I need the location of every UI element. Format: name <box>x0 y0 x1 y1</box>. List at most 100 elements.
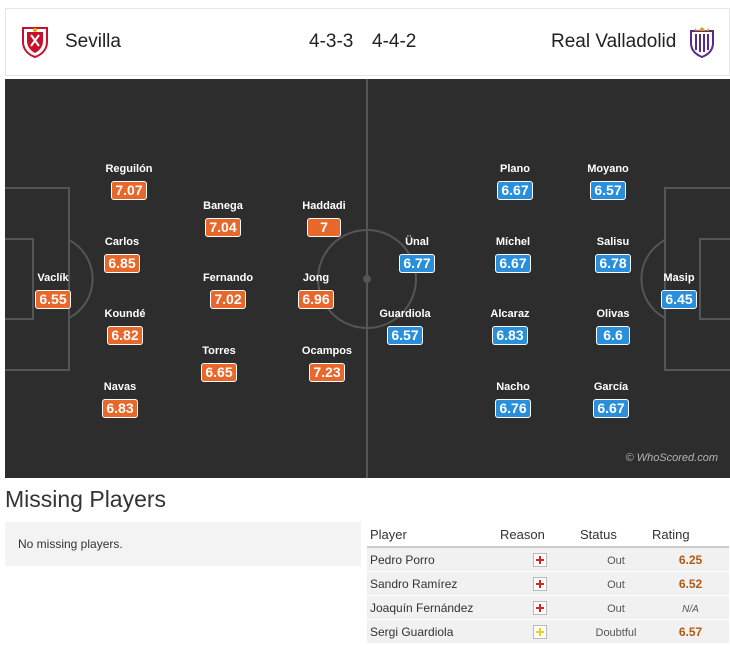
table-row: Sergi Guardiola Doubtful 6.57 <box>367 619 729 644</box>
player-card[interactable]: Haddadi 7 <box>284 199 364 237</box>
player-rating: 6.83 <box>102 399 138 418</box>
player-card[interactable]: Salisu 6.78 <box>573 235 653 273</box>
player-name: Alcaraz <box>490 308 530 320</box>
player-card[interactable]: Vaclík 6.55 <box>13 271 93 309</box>
player-name: Olivas <box>596 308 630 320</box>
player-name: Vaclík <box>37 272 69 284</box>
player-card[interactable]: Navas 6.83 <box>80 380 160 418</box>
player-name: Fernando <box>202 272 254 284</box>
player-name: Carlos <box>104 236 140 248</box>
injury-red-cross-icon[interactable] <box>533 600 547 615</box>
missing-players-title: Missing Players <box>5 486 167 512</box>
player-rating: 7.23 <box>309 363 345 382</box>
player-name: Navas <box>103 381 137 393</box>
player-card[interactable]: Nacho 6.76 <box>473 380 553 418</box>
doubtful-yellow-cross-icon[interactable] <box>533 624 547 639</box>
missing-player-name[interactable]: Joaquín Fernández <box>367 595 500 620</box>
player-name: Reguilón <box>105 163 153 175</box>
player-rating: 6.65 <box>201 363 237 382</box>
player-card[interactable]: Banega 7.04 <box>183 199 263 237</box>
pitch-lines <box>5 79 730 478</box>
player-name: Koundé <box>104 308 146 320</box>
match-header: Sevilla 4-3-3 4-4-2 Real Valladolid <box>5 8 730 76</box>
player-name: Torres <box>202 345 236 357</box>
player-card[interactable]: Koundé 6.82 <box>85 307 165 345</box>
player-rating: 6.6 <box>596 326 630 345</box>
table-row: Sandro Ramírez Out 6.52 <box>367 571 729 596</box>
home-team-name[interactable]: Sevilla <box>65 31 121 52</box>
injury-red-cross-icon[interactable] <box>533 576 547 591</box>
player-rating: 7 <box>307 218 341 237</box>
player-card[interactable]: Olivas 6.6 <box>573 307 653 345</box>
player-rating: 7.04 <box>205 218 241 237</box>
no-missing-text: No missing players. <box>18 537 123 551</box>
column-header-status: Status <box>580 522 652 548</box>
player-name: Jong <box>302 272 330 284</box>
missing-status: Out <box>607 578 625 591</box>
missing-player-name[interactable]: Sergi Guardiola <box>367 619 500 644</box>
home-formation: 4-3-3 <box>309 31 354 52</box>
player-card[interactable]: García 6.67 <box>571 380 651 418</box>
player-rating: 6.57 <box>590 181 626 200</box>
player-card[interactable]: Ünal 6.77 <box>377 235 457 273</box>
column-header-reason: Reason <box>500 522 580 548</box>
player-card[interactable]: Carlos 6.85 <box>82 235 162 273</box>
player-card[interactable]: Jong 6.96 <box>276 271 356 309</box>
player-rating: 6.57 <box>387 326 423 345</box>
player-card[interactable]: Míchel 6.67 <box>473 235 553 273</box>
player-rating: 6.76 <box>495 399 531 418</box>
player-rating: 6.78 <box>595 254 631 273</box>
pitch: Reguilón 7.07 Carlos 6.85 Koundé 6.82 Na… <box>5 79 730 478</box>
player-name: Masip <box>663 272 695 284</box>
player-name: Salisu <box>596 236 630 248</box>
injury-red-cross-icon[interactable] <box>533 552 547 567</box>
table-row: Pedro Porro Out 6.25 <box>367 547 729 572</box>
player-card[interactable]: Alcaraz 6.83 <box>470 307 550 345</box>
player-rating: 6.55 <box>35 290 71 309</box>
player-name: Nacho <box>496 381 530 393</box>
away-missing-table: Player Reason Status Rating Pedro Porro … <box>367 522 729 644</box>
player-rating: 6.83 <box>492 326 528 345</box>
player-name: García <box>593 381 629 393</box>
missing-rating: 6.57 <box>678 624 703 639</box>
player-rating: 6.77 <box>399 254 435 273</box>
player-card[interactable]: Plano 6.67 <box>475 162 555 200</box>
sevilla-crest-icon[interactable] <box>21 26 49 58</box>
player-card[interactable]: Masip 6.45 <box>639 271 719 309</box>
missing-player-name[interactable]: Pedro Porro <box>367 547 500 572</box>
player-name: Míchel <box>495 236 531 248</box>
player-rating: 6.67 <box>495 254 531 273</box>
player-card[interactable]: Torres 6.65 <box>179 344 259 382</box>
column-header-rating: Rating <box>652 522 729 548</box>
missing-status: Doubtful <box>595 626 637 639</box>
away-formation: 4-4-2 <box>372 31 417 52</box>
player-card[interactable]: Reguilón 7.07 <box>89 162 169 200</box>
player-name: Ocampos <box>301 345 353 357</box>
valladolid-crest-icon[interactable] <box>688 26 716 58</box>
player-rating: 6.85 <box>104 254 140 273</box>
whoscored-watermark: © WhoScored.com <box>625 452 718 464</box>
player-card[interactable]: Ocampos 7.23 <box>287 344 367 382</box>
player-rating: 6.67 <box>497 181 533 200</box>
player-rating: 6.67 <box>593 399 629 418</box>
table-row: Joaquín Fernández Out N/A <box>367 595 729 620</box>
player-name: Guardiola <box>379 308 431 320</box>
player-card[interactable]: Moyano 6.57 <box>568 162 648 200</box>
missing-rating: 6.25 <box>678 552 703 567</box>
missing-player-name[interactable]: Sandro Ramírez <box>367 571 500 596</box>
home-missing-panel: No missing players. <box>5 522 361 566</box>
away-team-name[interactable]: Real Valladolid <box>551 31 677 52</box>
column-header-player: Player <box>367 522 500 548</box>
player-name: Plano <box>500 163 530 175</box>
player-card[interactable]: Fernando 7.02 <box>188 271 268 309</box>
player-rating: 6.45 <box>661 290 697 309</box>
missing-rating: N/A <box>682 603 699 615</box>
player-card[interactable]: Guardiola 6.57 <box>365 307 445 345</box>
player-rating: 7.07 <box>111 181 147 200</box>
player-name: Ünal <box>405 236 429 248</box>
player-rating: 7.02 <box>210 290 246 309</box>
player-rating: 6.96 <box>298 290 334 309</box>
missing-status: Out <box>607 602 625 615</box>
missing-rating: 6.52 <box>678 576 703 591</box>
player-name: Haddadi <box>302 200 346 212</box>
